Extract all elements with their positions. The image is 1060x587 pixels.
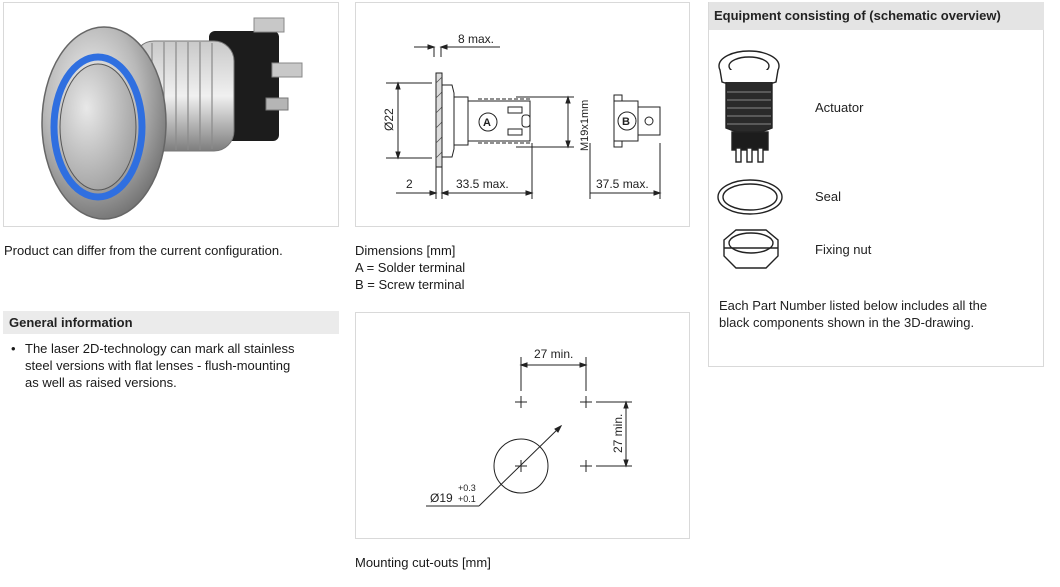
label-b-circle [617,111,637,131]
general-info-header: General information [9,315,133,330]
tolerance-plus: +0.3 [458,483,476,493]
actuator-drawing [718,50,780,163]
bezel-outline [441,84,455,158]
general-info-bullet: • The laser 2D-technology can mark all s… [3,334,339,404]
dimensions-caption-title: Dimensions [mm] [355,243,456,258]
label-a: A [483,117,491,129]
mounting-box: 27 min. 27 min. Ø19 +0.3 +0.1 [355,312,690,539]
label-2: 2 [406,177,413,191]
product-caption: Product can differ from the current conf… [4,243,283,258]
lens [59,63,137,191]
general-info-line: steel versions with flat lenses - flush-… [25,358,291,373]
equipment-note-line: black components shown in the 3D-drawing… [719,315,975,330]
part-fixing-nut: Fixing nut [815,242,872,257]
solder-tab [271,62,303,78]
general-info-line: as well as raised versions. [25,375,177,390]
label-d19: Ø19 [430,491,453,505]
label-37-5-max: 37.5 max. [596,177,649,191]
cross-marks [515,396,592,472]
mounting-caption: Mounting cut-outs [mm] [355,555,491,570]
nut-outline [453,96,469,146]
part-actuator: Actuator [815,100,864,115]
dimensions-caption-a: A = Solder terminal [355,260,466,275]
dimensions-drawing: 8 max. Ø22 A [382,32,662,199]
label-a-circle [478,112,498,132]
equipment-header: Equipment consisting of (schematic overv… [709,2,1044,30]
equipment-note-line: Each Part Number listed below includes a… [719,298,988,313]
led-ring [50,53,146,201]
fixing-nut-drawing [723,229,779,269]
label-27-min-vertical: 27 min. [611,414,625,453]
general-info-line: The laser 2D-technology can mark all sta… [25,341,295,356]
part-seal: Seal [815,189,842,204]
tolerance-minus: +0.1 [458,494,476,504]
label-33-5-max: 33.5 max. [456,177,509,191]
label-d22: Ø22 [382,108,396,131]
bullet-dot: • [11,341,16,356]
solder-tab [253,17,285,33]
label-8-max: 8 max. [458,32,494,46]
seal-drawing [717,179,783,215]
solder-tab [265,97,289,111]
label-b: B [622,116,630,128]
product-image-box [3,2,339,227]
dimensions-box: 8 max. Ø22 A [355,2,690,227]
label-27-min-horizontal: 27 min. [534,347,573,361]
equipment-note: Each Part Number listed below includes a… [719,297,987,331]
cutout-hole [493,438,549,494]
general-info-panel: General information • The laser 2D-techn… [3,311,339,404]
label-thread: M19x1mm [579,100,591,151]
dimensions-caption-b: B = Screw terminal [355,277,465,292]
product-illustration [41,17,303,220]
mounting-drawing: 27 min. 27 min. Ø19 +0.3 +0.1 [426,347,632,507]
dimensions-caption: Dimensions [mm] A = Solder terminal B = … [355,242,465,293]
